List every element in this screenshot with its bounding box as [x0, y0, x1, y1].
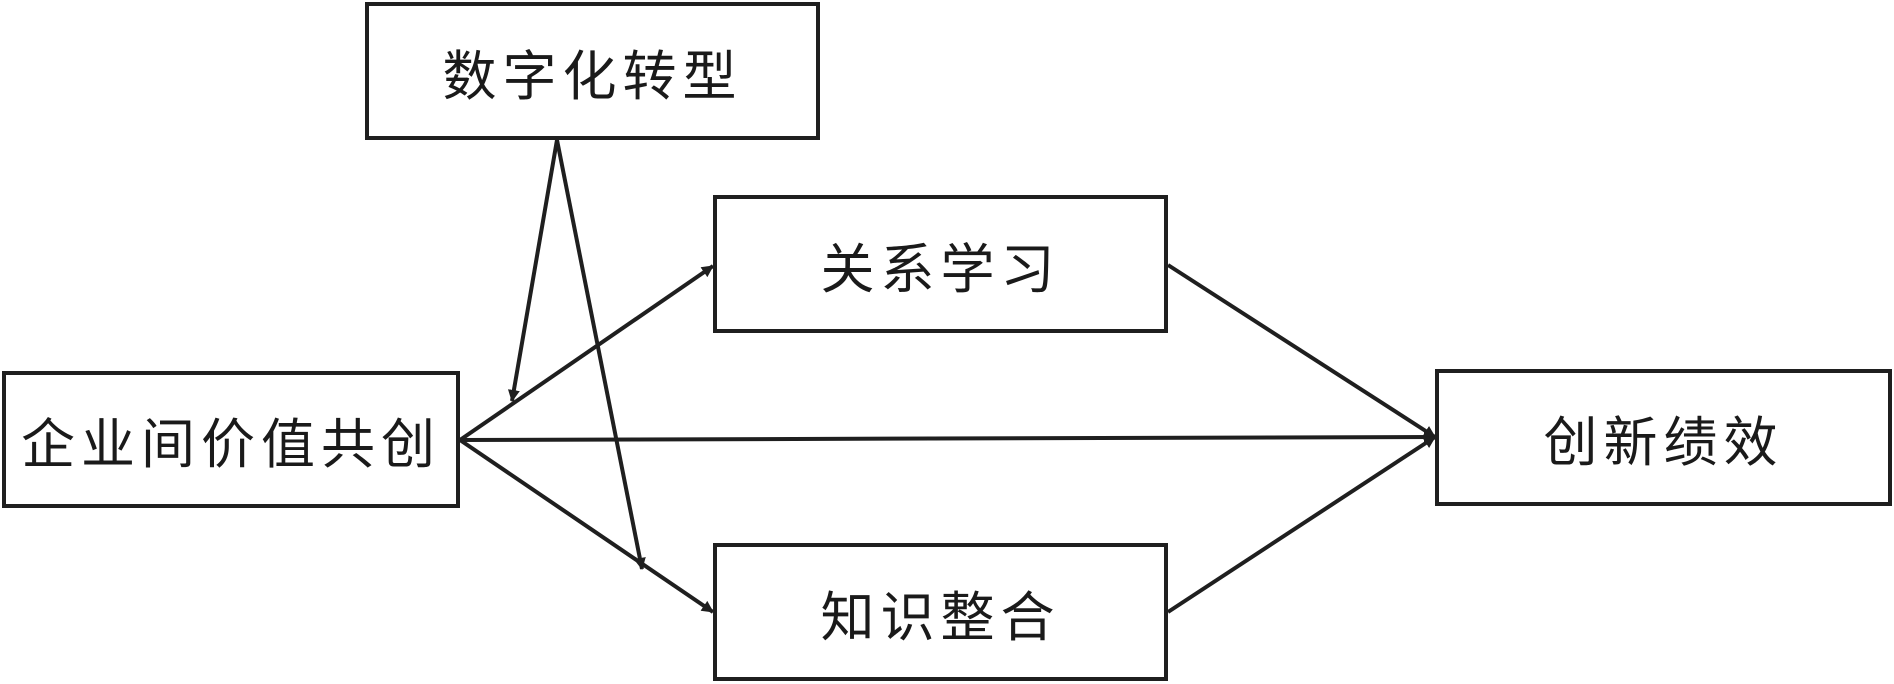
node-innovation-performance: 创新绩效 [1435, 369, 1892, 506]
edge-relational-learning-to-innovation-performance [1166, 263, 1437, 439]
edge-cocreation-to-knowledge-integration [458, 438, 715, 614]
node-inter-firm-value-cocreation: 企业间价值共创 [2, 371, 460, 508]
edge-cocreation-to-relational-learning [458, 264, 715, 442]
edge-knowledge-integration-to-innovation-performance [1166, 435, 1437, 614]
node-digital-transformation: 数字化转型 [365, 2, 820, 140]
node-relational-learning: 关系学习 [713, 195, 1168, 333]
edge-digital-moderates-knowledge-path [555, 139, 646, 570]
edge-cocreation-to-innovation-performance [459, 431, 1436, 444]
node-knowledge-integration: 知识整合 [713, 543, 1168, 681]
edge-digital-moderates-relational-path [507, 139, 559, 402]
